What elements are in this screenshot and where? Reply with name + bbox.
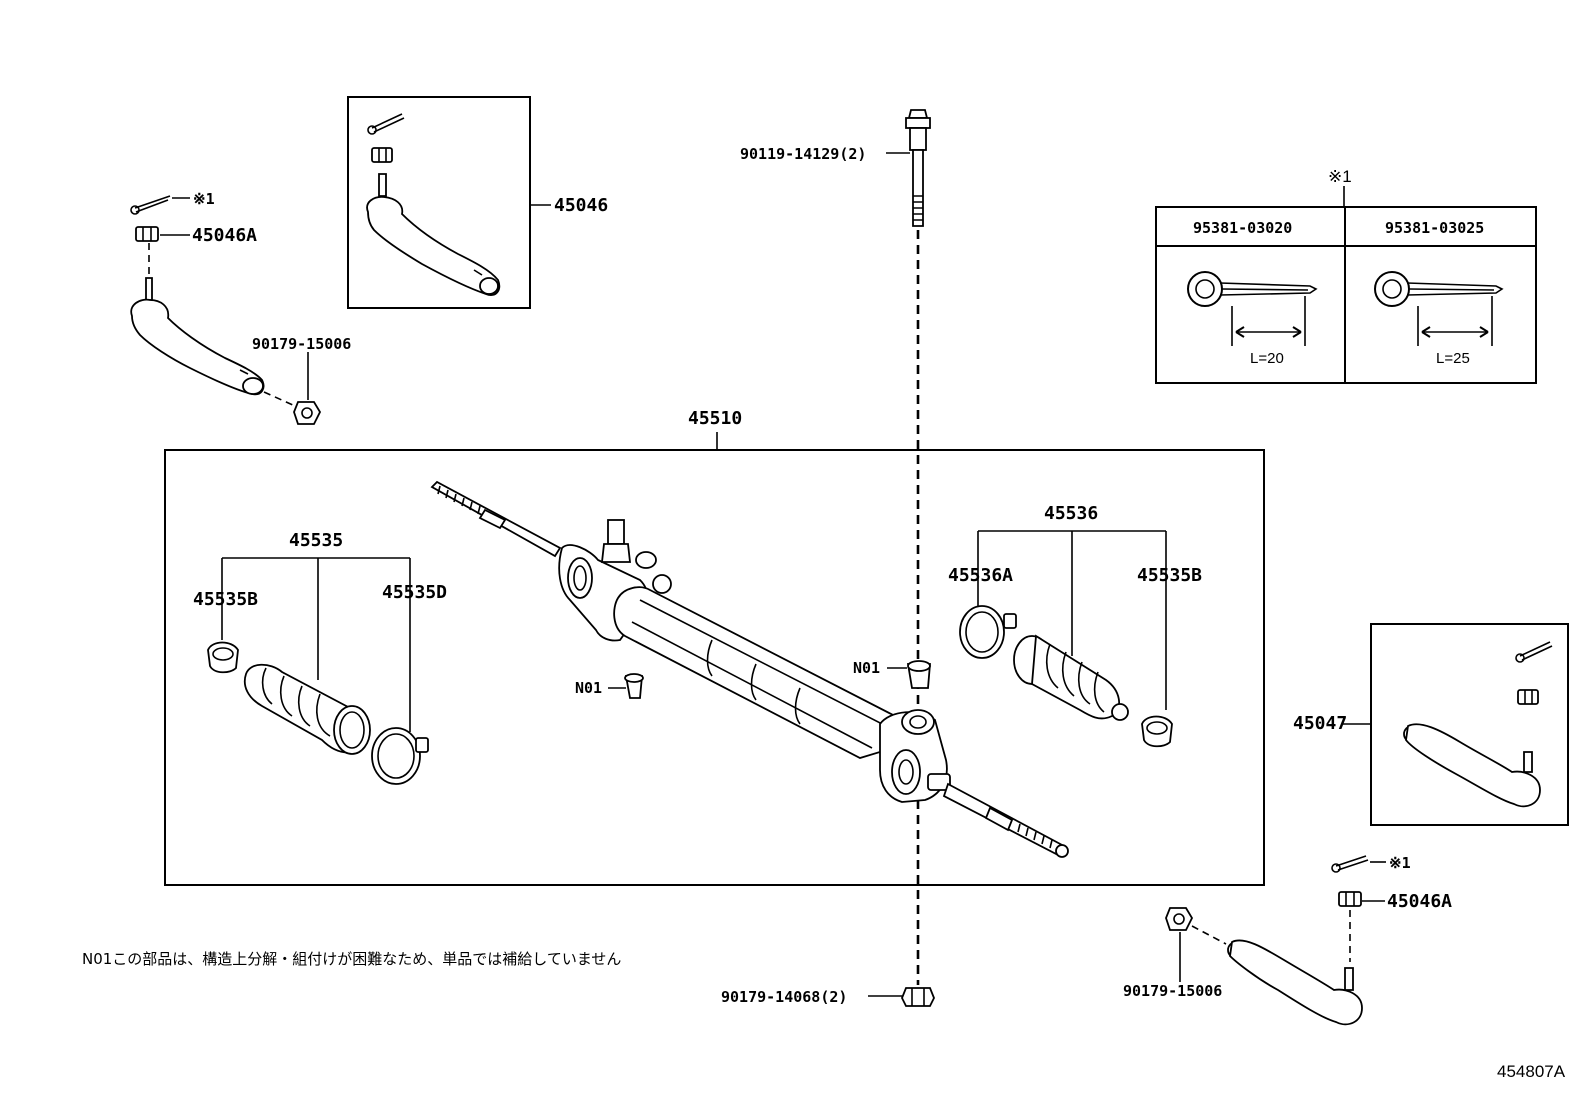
mounting-bolt-group: 90119-14129(2) 90179-14068(2)	[721, 109, 935, 1007]
label-n01-right: N01	[853, 659, 880, 677]
label-90179-15006-right: 90179-15006	[1123, 982, 1222, 1000]
label-45535D: 45535D	[382, 582, 447, 603]
label-45046A-right: 45046A	[1387, 891, 1452, 912]
cotter-pin-icon-45046[interactable]	[367, 113, 405, 135]
tie-rod-end-left-exploded: ※1 45046A 90179-15006	[130, 190, 351, 425]
label-45536: 45536	[1044, 503, 1098, 524]
bushing-n01-left-icon[interactable]	[624, 673, 644, 699]
label-45535: 45535	[289, 530, 343, 551]
ref-mark-right: ※1	[1389, 854, 1411, 872]
diagram-id: 454807A	[1497, 1062, 1566, 1081]
rack-boot-icon-right[interactable]	[1013, 634, 1129, 721]
table-col2-part: 95381-03025	[1385, 219, 1484, 237]
lock-nut-icon-left[interactable]	[293, 401, 322, 425]
label-90179-15006-left: 90179-15006	[252, 335, 351, 353]
cotter-pin-table: ※1 95381-03020 95381-03025 L=20 L=25	[1155, 167, 1537, 384]
cotter-pin-icon-45047[interactable]	[1515, 641, 1553, 663]
cotter-pin-icon-right[interactable]	[1331, 855, 1369, 873]
steering-rack-housing-icon[interactable]	[430, 480, 1069, 858]
tie-rod-end-45047-icon[interactable]	[1403, 723, 1541, 808]
castle-nut-icon-right[interactable]	[1338, 891, 1362, 907]
footnote-n01: N01この部品は、構造上分解・組付けが困難なため、単品では補給していません	[82, 950, 621, 968]
ref-mark-left: ※1	[193, 190, 215, 208]
cotter-pin-l20-icon[interactable]	[1187, 271, 1318, 346]
boot-clip-icon-right[interactable]	[1141, 715, 1173, 748]
mounting-bolt-icon[interactable]	[905, 109, 931, 227]
boot-clamp-icon-right[interactable]	[959, 605, 1017, 659]
assembly-45046: 45046	[347, 96, 608, 309]
castle-nut-icon-left[interactable]	[135, 226, 159, 242]
tie-rod-end-left-icon[interactable]	[130, 277, 265, 396]
flange-nut-icon-bottom[interactable]	[901, 987, 935, 1007]
label-45046: 45046	[554, 195, 608, 216]
label-45536A: 45536A	[948, 565, 1013, 586]
table-col1-part: 95381-03020	[1193, 219, 1292, 237]
tie-rod-end-right-icon[interactable]	[1227, 939, 1363, 1026]
lock-nut-icon-right[interactable]	[1165, 907, 1194, 931]
label-45535B-right: 45535B	[1137, 565, 1202, 586]
table-ref-mark: ※1	[1328, 167, 1352, 186]
label-n01-left: N01	[575, 679, 602, 697]
assembly-45510: 45510	[164, 408, 1265, 886]
tie-rod-end-45046-icon[interactable]	[366, 173, 501, 296]
bushing-n01-right-icon[interactable]	[906, 660, 931, 689]
cotter-pin-icon-left[interactable]	[130, 195, 171, 215]
tie-rod-end-right-exploded: ※1 45046A 90179-15006	[1123, 854, 1452, 1026]
rack-boot-icon-left[interactable]	[243, 663, 371, 755]
boot-clamp-icon-left[interactable]	[371, 727, 429, 785]
table-col1-length: L=20	[1250, 350, 1284, 367]
label-90179-14068: 90179-14068(2)	[721, 988, 847, 1006]
boot-clip-icon-left[interactable]	[207, 641, 239, 674]
table-col2-length: L=25	[1436, 350, 1470, 367]
castle-nut-icon-45047[interactable]	[1517, 689, 1539, 705]
label-45046A-left: 45046A	[192, 225, 257, 246]
cotter-pin-l25-icon[interactable]	[1374, 271, 1504, 346]
label-45535B-left: 45535B	[193, 589, 258, 610]
label-45047: 45047	[1293, 713, 1347, 734]
castle-nut-icon-45046[interactable]	[371, 147, 393, 163]
label-45510: 45510	[688, 408, 742, 429]
assembly-45047: 45047	[1293, 623, 1569, 826]
label-90119-14129: 90119-14129(2)	[740, 145, 866, 163]
